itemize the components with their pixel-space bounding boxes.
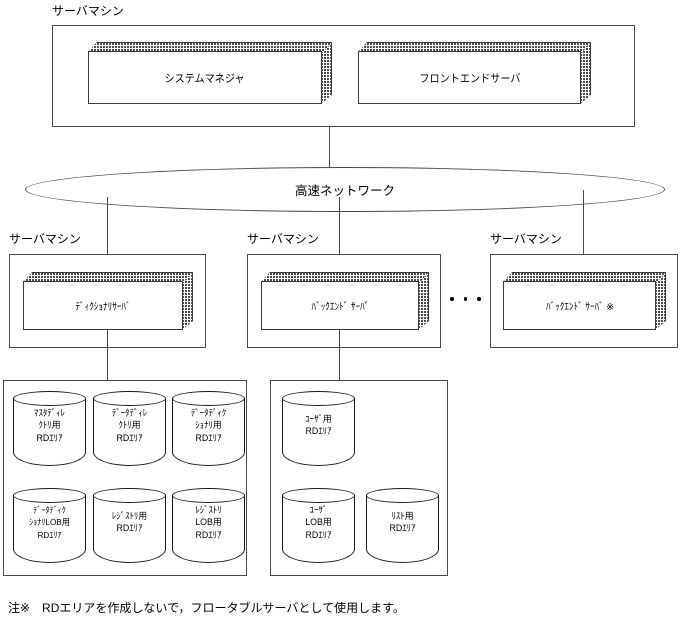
block-side-face bbox=[580, 42, 591, 104]
cylinder-top bbox=[93, 391, 166, 406]
server-block-label: システムマネジャ bbox=[164, 72, 246, 85]
machine-label-2: サーバマシン bbox=[247, 232, 319, 246]
block-top-face bbox=[358, 42, 591, 52]
dot bbox=[463, 297, 467, 301]
machine-label-top: サーバマシン bbox=[52, 4, 124, 18]
server-block-backend-server-floatable: ﾊﾞｯｸｴﾝﾄﾞ ｻｰﾊﾞ ※ bbox=[503, 272, 666, 330]
block-side-face bbox=[182, 272, 193, 330]
cylinder-body bbox=[93, 495, 166, 563]
ellipsis-dots bbox=[450, 297, 481, 301]
block-front-face: フロントエンドサーバ bbox=[358, 51, 581, 104]
block-side-face bbox=[321, 42, 332, 104]
server-block-dictionary-server: ﾃﾞｨｸｼｮﾅﾘｻｰﾊﾞ bbox=[23, 272, 193, 330]
server-block-backend-server: ﾊﾞｯｸｴﾝﾄﾞ ｻｰﾊﾞ bbox=[261, 272, 429, 330]
connector-network-to-machine-1 bbox=[107, 197, 108, 255]
cylinder-top bbox=[172, 391, 245, 406]
network-label: 高速ネットワーク bbox=[294, 184, 395, 198]
dot bbox=[450, 297, 454, 301]
machine-label-1: サーバマシン bbox=[9, 232, 81, 246]
connector-machine1-to-rdareas bbox=[107, 330, 108, 380]
server-block-label: ﾃﾞｨｸｼｮﾅﾘｻｰﾊﾞ bbox=[75, 302, 131, 313]
cylinder-body bbox=[172, 495, 245, 563]
cylinder-body bbox=[282, 398, 355, 466]
connector-network-to-machine-2 bbox=[339, 197, 340, 255]
connector-machine2-to-rdareas bbox=[339, 330, 340, 380]
connector-top-to-network bbox=[329, 127, 330, 170]
cylinder-body bbox=[93, 398, 166, 466]
cylinder-top bbox=[13, 391, 86, 406]
cylinder-top bbox=[172, 488, 245, 503]
cylinder-top bbox=[282, 488, 355, 503]
cylinder-top bbox=[93, 488, 166, 503]
block-front-face: ﾊﾞｯｸｴﾝﾄﾞ ｻｰﾊﾞ ※ bbox=[503, 281, 656, 330]
cylinder-body bbox=[13, 398, 86, 466]
server-block-label: ﾊﾞｯｸｴﾝﾄﾞ ｻｰﾊﾞ ※ bbox=[545, 302, 614, 313]
block-side-face bbox=[418, 272, 429, 330]
block-front-face: ﾊﾞｯｸｴﾝﾄﾞ ｻｰﾊﾞ bbox=[261, 281, 419, 330]
server-block-label: フロントエンドサーバ bbox=[418, 72, 521, 85]
machine-label-3: サーバマシン bbox=[490, 232, 562, 246]
cylinder-top bbox=[13, 488, 86, 503]
block-top-face bbox=[261, 272, 429, 282]
block-top-face bbox=[23, 272, 193, 282]
server-block-label: ﾊﾞｯｸｴﾝﾄﾞ ｻｰﾊﾞ bbox=[311, 302, 369, 313]
connector-network-to-machine-3 bbox=[583, 190, 584, 255]
footnote-text: 注※ RDエリアを作成しないで，フロータブルサーバとして使用します。 bbox=[8, 601, 405, 615]
block-side-face bbox=[655, 272, 666, 330]
block-top-face bbox=[503, 272, 666, 282]
server-block-system-manager: システムマネジャ bbox=[88, 42, 332, 104]
cylinder-body bbox=[172, 398, 245, 466]
block-front-face: ﾃﾞｨｸｼｮﾅﾘｻｰﾊﾞ bbox=[23, 281, 183, 330]
dot bbox=[477, 297, 481, 301]
cylinder-body bbox=[13, 495, 86, 563]
block-front-face: システムマネジャ bbox=[88, 51, 322, 104]
block-top-face bbox=[88, 42, 332, 52]
network-oval: 高速ネットワーク bbox=[25, 167, 665, 212]
cylinder-top bbox=[366, 488, 439, 503]
cylinder-body bbox=[282, 495, 355, 563]
server-block-frontend-server: フロントエンドサーバ bbox=[358, 42, 591, 104]
cylinder-body bbox=[366, 495, 439, 563]
cylinder-top bbox=[282, 391, 355, 406]
